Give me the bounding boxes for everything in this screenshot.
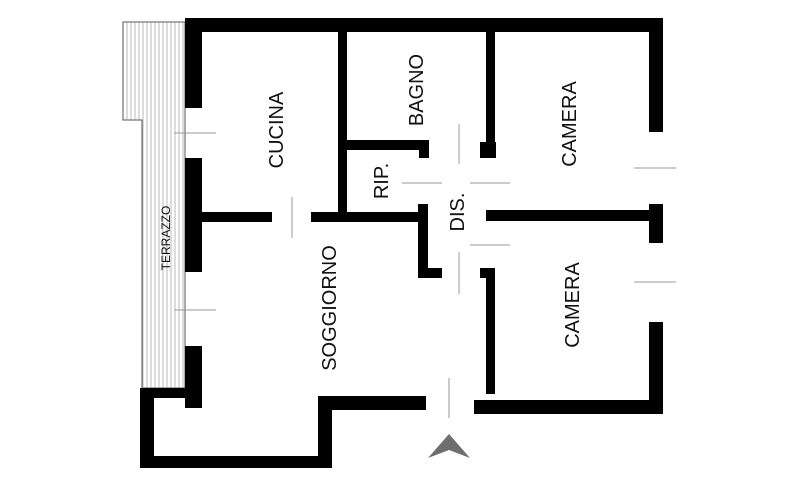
label-dis: DIS. bbox=[447, 193, 469, 232]
label-terrazzo: TERRAZZO bbox=[159, 206, 173, 271]
wall-exterior-left-corner bbox=[185, 346, 202, 408]
wall-exterior-top bbox=[185, 18, 663, 32]
wall-exterior-right-lower bbox=[649, 322, 663, 414]
entrance-arrow-icon bbox=[428, 434, 470, 458]
wall-bath-bottom bbox=[347, 140, 429, 150]
wall-bath-bottom-stub bbox=[419, 140, 429, 158]
wall-exterior-bottom-right bbox=[474, 400, 663, 414]
wall-kitchen-bath bbox=[338, 32, 347, 214]
label-soggiorno: SOGGIORNO bbox=[319, 245, 341, 371]
wall-exterior-right-upper bbox=[649, 18, 663, 132]
terrace-hatching bbox=[126, 22, 184, 388]
wall-exterior-left-mid1 bbox=[185, 158, 202, 272]
wall-dis-left-foot bbox=[418, 268, 442, 278]
wall-exterior-bottom-middle bbox=[318, 396, 426, 410]
wall-camera-partition bbox=[486, 210, 663, 221]
wall-kitchen-living-right bbox=[311, 212, 419, 222]
label-camera-top: CAMERA bbox=[559, 81, 581, 167]
terrace bbox=[122, 21, 186, 389]
walls bbox=[140, 18, 663, 468]
label-cucina: CUCINA bbox=[266, 91, 288, 168]
wall-camera-lower-left bbox=[486, 268, 495, 394]
wall-bath-camera-stub bbox=[480, 142, 496, 158]
wall-exterior-bottom-left bbox=[140, 456, 332, 468]
wall-kitchen-living-left bbox=[202, 212, 272, 222]
openings bbox=[174, 124, 676, 418]
wall-exterior-step bbox=[318, 396, 332, 468]
label-camera-bottom: CAMERA bbox=[562, 262, 584, 348]
wall-exterior-left-top bbox=[185, 18, 202, 108]
label-rip: RIP. bbox=[371, 163, 393, 199]
wall-camera-lower-left-top bbox=[480, 268, 495, 278]
wall-exterior-right-middle bbox=[649, 204, 663, 243]
wall-bath-camera bbox=[486, 32, 495, 142]
wall-exterior-left-lower bbox=[140, 388, 154, 468]
wall-dis-left bbox=[418, 204, 428, 276]
label-bagno: BAGNO bbox=[406, 54, 428, 126]
wall-exterior-left-step bbox=[154, 388, 185, 398]
